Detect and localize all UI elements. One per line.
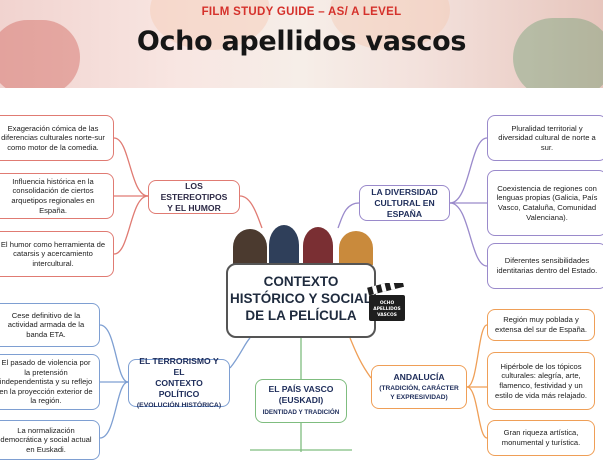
- banner-red-decoration: [0, 20, 80, 88]
- diversidad-node: LA DIVERSIDAD CULTURAL EN ESPAÑA: [359, 185, 450, 221]
- terrorismo-note: (EVOLUCIÓN HISTÓRICA): [136, 401, 222, 409]
- andalucia-title: ANDALUCÍA: [393, 372, 445, 383]
- cast-member-2: [269, 225, 299, 265]
- central-topic: CONTEXTO HISTÓRICO Y SOCIAL DE LA PELÍCU…: [226, 263, 376, 338]
- estereotipos-title-1: LOS ESTEREOTIPOS: [160, 180, 228, 202]
- estereotipos-item-1: Exageración cómica de las diferencias cu…: [0, 115, 114, 161]
- terrorismo-title-1: EL TERRORISMO Y EL: [139, 355, 219, 377]
- clapperboard-line-1: OCHO: [380, 300, 395, 306]
- estereotipos-node: LOS ESTEREOTIPOS Y EL HUMOR: [148, 180, 240, 214]
- connector-lines: [99, 137, 488, 452]
- diversidad-item-3: Diferentes sensibilidades identitarias d…: [487, 243, 603, 289]
- estereotipos-connectors: [113, 137, 263, 255]
- paisvasco-note: IDENTIDAD Y TRADICIÓN: [262, 409, 340, 416]
- estereotipos-item-2: Influencia histórica en la consolidación…: [0, 173, 114, 219]
- paisvasco-connectors: [250, 338, 352, 452]
- central-topic-line-3: DE LA PELÍCULA: [245, 308, 357, 323]
- terrorismo-title-2: CONTEXTO POLÍTICO: [155, 377, 203, 399]
- cast-member-4: [339, 231, 373, 265]
- central-topic-line-1: CONTEXTO: [263, 274, 339, 289]
- guide-subtitle: FILM STUDY GUIDE – AS/ A LEVEL: [201, 6, 402, 18]
- terrorismo-item-2: El pasado de violencia por la pretensión…: [0, 354, 100, 410]
- terrorismo-connectors: [99, 324, 251, 439]
- cast-member-1: [233, 229, 267, 265]
- andalucia-item-3: Gran riqueza artística, monumental y tur…: [487, 420, 595, 456]
- andalucia-note: (TRADICIÓN, CARÁCTER Y EXPRESIVIDAD): [379, 385, 459, 401]
- clapperboard-line-2: APELLIDOS: [373, 306, 400, 312]
- clapperboard-line-3: VASCOS: [377, 312, 397, 318]
- diversidad-item-1: Pluralidad territorial y diversidad cult…: [487, 115, 603, 161]
- diversidad-item-2: Coexistencia de regiones con lenguas pro…: [487, 170, 603, 236]
- andalucia-node: ANDALUCÍA (TRADICIÓN, CARÁCTER Y EXPRESI…: [371, 365, 467, 409]
- clapperboard-icon: OCHO APELLIDOS VASCOS: [367, 283, 405, 321]
- banner-green-decoration: [513, 18, 603, 88]
- andalucia-connectors: [349, 324, 488, 439]
- paisvasco-title-1: EL PAÍS VASCO: [268, 384, 334, 394]
- terrorismo-node: EL TERRORISMO Y EL CONTEXTO POLÍTICO (EV…: [128, 355, 230, 409]
- film-title: Ocho apellidos vascos: [136, 26, 467, 57]
- header-banner: FILM STUDY GUIDE – AS/ A LEVEL Ocho apel…: [0, 0, 603, 88]
- estereotipos-item-3: El humor como herramienta de catarsis y …: [0, 231, 114, 277]
- estereotipos-title-2: Y EL HUMOR: [167, 202, 221, 213]
- terrorismo-item-1: Cese definitivo de la actividad armada d…: [0, 303, 100, 347]
- central-topic-line-2: HISTÓRICO Y SOCIAL: [229, 291, 373, 306]
- diversidad-title-1: LA DIVERSIDAD: [371, 186, 438, 197]
- diversidad-connectors: [337, 137, 488, 267]
- andalucia-item-2: Hipérbole de los tópicos culturales: ale…: [487, 352, 595, 410]
- diversidad-title-2: CULTURAL EN ESPAÑA: [374, 197, 435, 219]
- cast-photo: [229, 225, 377, 265]
- cast-member-3: [303, 227, 333, 265]
- andalucia-item-1: Región muy poblada y extensa del sur de …: [487, 309, 595, 341]
- paisvasco-title-2: (EUSKADI): [278, 395, 324, 405]
- paisvasco-node: EL PAÍS VASCO (EUSKADI) IDENTIDAD Y TRAD…: [255, 379, 347, 423]
- terrorismo-item-3: La normalización democrática y social ac…: [0, 420, 100, 460]
